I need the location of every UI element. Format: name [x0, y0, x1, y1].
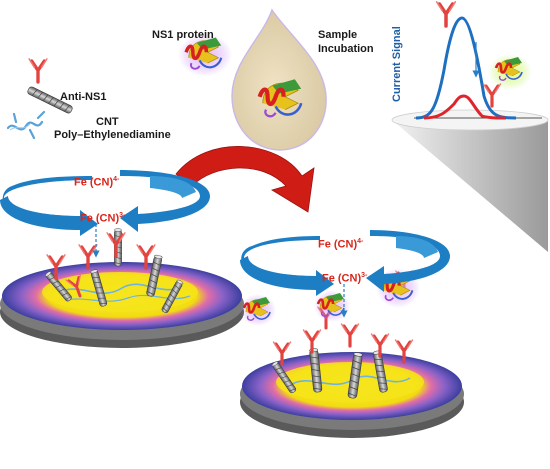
legend-polymer-icon [6, 110, 46, 140]
legend-polymer-label: Poly–Ethylenediamine [54, 129, 171, 141]
plot-ylabel: Current Signal [391, 26, 403, 102]
left-ferri-charge: 3- [119, 212, 126, 219]
left-redox-cycle [0, 170, 210, 236]
left-electrode [0, 262, 244, 348]
incubation-label-line2: Incubation [318, 43, 374, 55]
process-arrow [175, 146, 315, 213]
legend-ns1-protein-icon [178, 33, 232, 77]
legend-antibody-label: Anti-NS1 [60, 91, 107, 103]
curve-high-signal [415, 16, 517, 120]
plot-antibody-protein-complex [481, 54, 532, 108]
incubation-label-line1: Sample [318, 29, 358, 41]
plot-cone [391, 109, 549, 252]
right-electrode [240, 352, 464, 438]
left-ferri-text: Fe (CN) [80, 212, 120, 225]
legend-cnt-label: CNT [96, 116, 119, 128]
right-ferri-text: Fe (CN) [322, 272, 362, 285]
plot-top-antibody [434, 0, 458, 28]
legend-cnt-icon [27, 86, 73, 114]
right-ferri-charge: 3- [361, 272, 368, 279]
right-ferri-label: Fe (CN)3- [322, 272, 367, 285]
left-ferro-label: Fe (CN)4- [74, 176, 119, 189]
right-ferro-label: Fe (CN)4- [318, 238, 363, 251]
legend-protein-label: NS1 protein [152, 29, 214, 41]
curve-low-signal [423, 94, 507, 120]
sample-droplet [231, 8, 327, 151]
right-ferro-charge: 4- [357, 238, 364, 245]
left-ferro-charge: 4- [113, 176, 120, 183]
right-ferro-text: Fe (CN) [318, 238, 358, 251]
left-ferro-text: Fe (CN) [74, 176, 114, 189]
right-redox-cycle [240, 230, 450, 296]
left-ferri-label: Fe (CN)3- [80, 212, 125, 225]
legend-antibody-icon [27, 57, 49, 84]
